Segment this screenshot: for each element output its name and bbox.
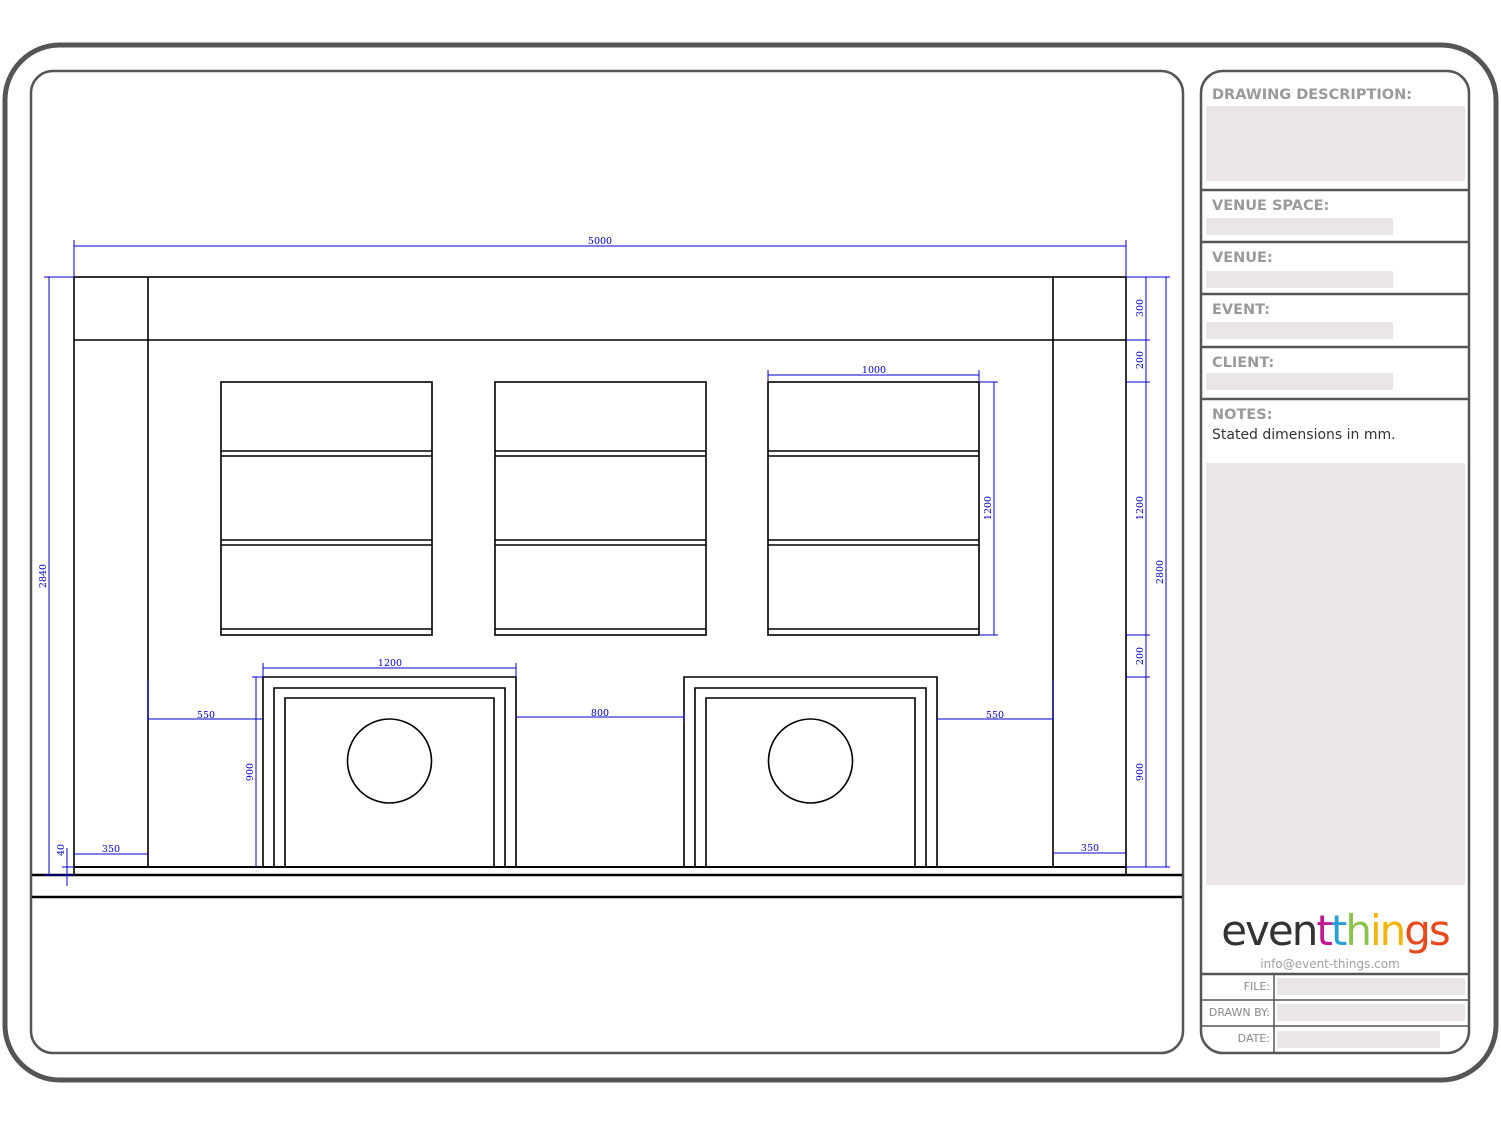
event-field[interactable] [1206,322,1393,339]
dim-overall-height-right: 2800 [1155,560,1166,584]
date-label: DATE: [1238,1032,1270,1045]
shelf-unit-3 [767,381,980,636]
file-field[interactable] [1277,978,1465,995]
dim-gap-top: 200 [1135,351,1146,369]
counter-left-circle [346,718,433,804]
stand-outline [73,276,1127,876]
file-label: FILE: [1244,980,1270,993]
dim-counter-height-right: 900 [1135,763,1146,781]
date-field[interactable] [1277,1031,1440,1048]
dim-overall-height-left: 2840 [38,564,49,588]
venue-space-label: VENUE SPACE: [1212,198,1329,214]
counter-right [683,676,938,867]
title-block [1199,69,1471,1055]
dimension-lines [44,240,1170,886]
dim-left-margin: 550 [197,710,215,721]
dim-overall-width: 5000 [588,236,612,247]
dim-right-margin: 550 [986,710,1004,721]
dim-shelf-width: 1000 [862,365,886,376]
dim-counter-gap: 800 [591,708,609,719]
dim-pillar-right: 350 [1081,843,1099,854]
title-block-fields [1206,106,1465,1048]
client-field[interactable] [1206,373,1393,390]
dim-plinth: 40 [56,844,67,856]
venue-space-field[interactable] [1206,218,1393,235]
event-label: EVENT: [1212,302,1270,318]
counter-right-circle [767,718,854,804]
dim-pillar-left: 350 [102,844,120,855]
title-block-dividers [1202,188,1468,1052]
counter-left [262,676,517,867]
logo-text: eventthings [1221,906,1449,955]
outer-frame [2,42,1499,1083]
elevation-drawing [32,276,1182,899]
dim-shelf-height-side: 1200 [983,496,994,520]
dim-shelf-height: 1200 [1135,496,1146,520]
venue-field[interactable] [1206,271,1393,288]
shelf-unit-1 [220,381,433,636]
client-label: CLIENT: [1212,355,1274,371]
dim-counter-width: 1200 [378,658,402,669]
notes-text: Stated dimensions in mm. [1212,427,1396,443]
drawn-by-label: DRAWN BY: [1209,1006,1270,1019]
drawing-area [29,69,1185,1055]
dim-top-band: 300 [1135,299,1146,317]
logo-email[interactable]: info@event-things.com [1260,957,1400,971]
notes-label: NOTES: [1212,407,1273,423]
drawing-description-label: DRAWING DESCRIPTION: [1212,87,1412,103]
drawing-description-field[interactable] [1206,106,1465,181]
drawn-by-field[interactable] [1277,1004,1465,1021]
venue-label: VENUE: [1212,250,1273,266]
dim-gap-bottom: 200 [1135,647,1146,665]
eventthings-logo: eventthings info@event-things.com [1221,906,1451,971]
dim-counter-height-left: 900 [245,763,256,781]
shelf-unit-2 [494,381,707,636]
notes-field[interactable] [1206,463,1465,885]
